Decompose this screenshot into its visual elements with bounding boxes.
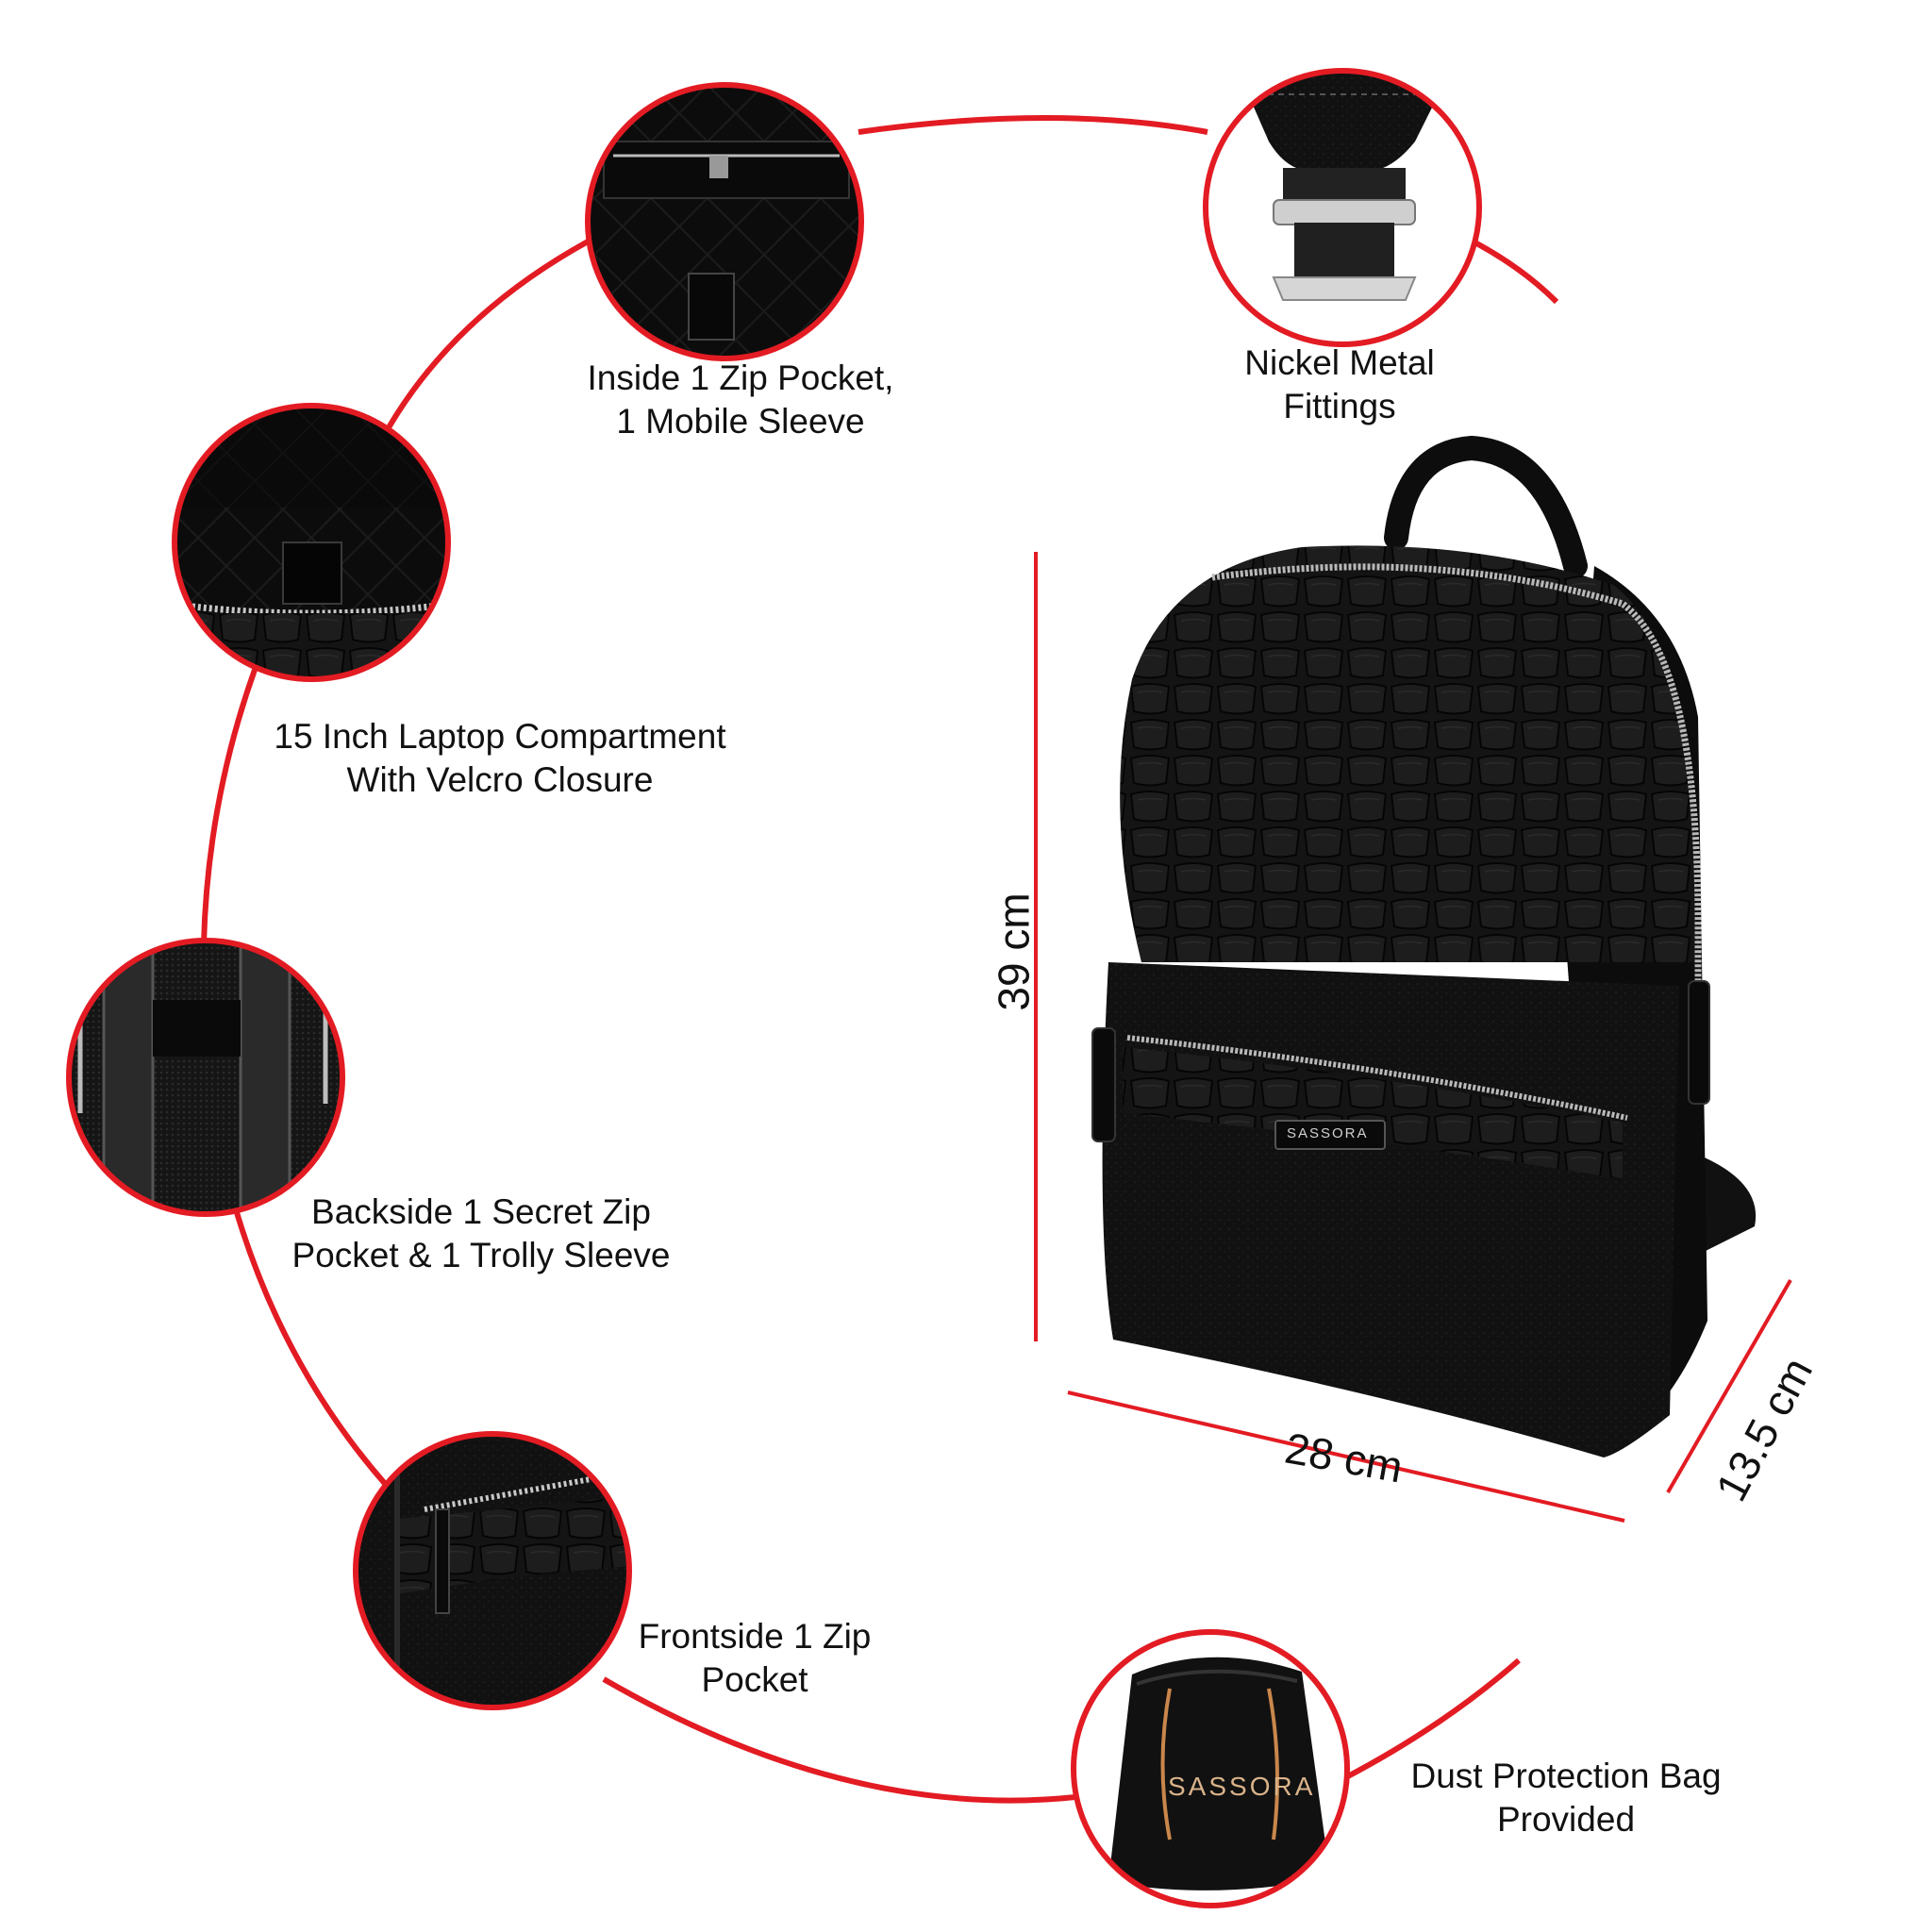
backpack-main-image — [1091, 435, 1757, 1457]
nickel-fittings-thumbnail — [1203, 68, 1482, 347]
feature-label-line: Backside 1 Secret Zip — [311, 1192, 651, 1231]
feature-label-backside-pocket: Backside 1 Secret Zip Pocket & 1 Trolly … — [264, 1191, 698, 1277]
frontside-pocket-thumbnail — [353, 1431, 632, 1710]
feature-label-nickel-fittings: Nickel Metal Fittings — [1198, 341, 1481, 428]
feature-label-line: Nickel Metal — [1244, 343, 1435, 382]
dust-bag-logo: SASSORA — [1168, 1772, 1316, 1801]
feature-label-line: Provided — [1496, 1800, 1636, 1839]
depth-dimension-line — [1666, 1278, 1792, 1494]
feature-label-inside-pocket: Inside 1 Zip Pocket, 1 Mobile Sleeve — [552, 357, 929, 443]
feature-label-line: Inside 1 Zip Pocket, — [587, 358, 894, 397]
feature-label-line: Pocket — [701, 1660, 808, 1699]
feature-label-line: Dust Protection Bag — [1410, 1757, 1722, 1795]
feature-label-line: 1 Mobile Sleeve — [616, 402, 865, 441]
feature-label-dust-bag: Dust Protection Bag Provided — [1377, 1755, 1755, 1841]
feature-label-laptop-compartment: 15 Inch Laptop Compartment With Velcro C… — [255, 715, 745, 802]
feature-label-line: Frontside 1 Zip — [638, 1617, 872, 1656]
dust-bag-thumbnail — [1071, 1629, 1350, 1908]
backpack-logo-tab: SASSORA — [1287, 1125, 1369, 1141]
backside-pocket-thumbnail — [66, 938, 345, 1217]
feature-label-line: Fittings — [1283, 387, 1396, 425]
height-dimension-label: 39 cm — [989, 892, 1039, 1011]
inside-pocket-thumbnail — [585, 82, 864, 361]
feature-connector-arc — [201, 115, 1559, 1804]
feature-label-line: Pocket & 1 Trolly Sleeve — [291, 1236, 671, 1274]
laptop-compartment-thumbnail — [172, 403, 451, 682]
feature-label-frontside-pocket: Frontside 1 Zip Pocket — [604, 1615, 906, 1702]
feature-label-line: With Velcro Closure — [346, 760, 654, 799]
feature-label-line: 15 Inch Laptop Compartment — [274, 717, 726, 756]
width-dimension-line — [1067, 1391, 1625, 1523]
